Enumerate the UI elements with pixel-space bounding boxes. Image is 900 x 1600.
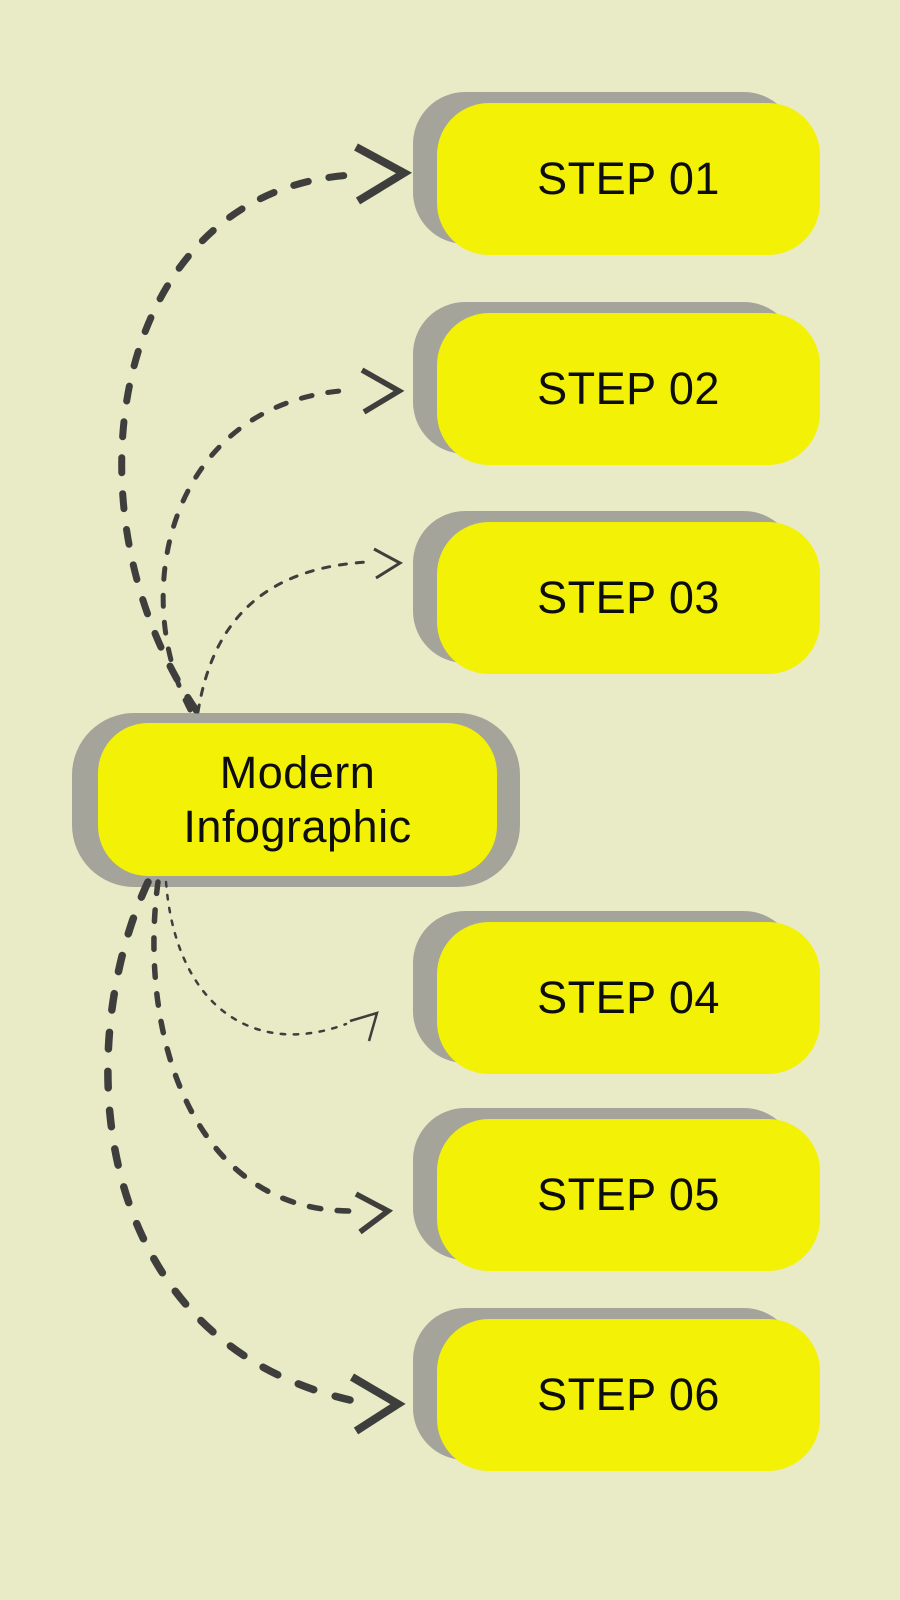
center-node: Modern Infographic [72, 713, 520, 887]
arrow-step-03 [196, 547, 403, 714]
step-01-label: STEP 01 [537, 153, 720, 204]
step-02-label: STEP 02 [537, 363, 720, 414]
arrow-step-06 [104, 878, 406, 1435]
step-node-02: STEP 02 [413, 302, 820, 465]
arrowhead-step-06-icon [349, 1373, 406, 1435]
center-title-line1: Modern [219, 747, 376, 799]
step-02-face: STEP 02 [437, 313, 820, 465]
arrow-curve-step-01 [118, 171, 356, 714]
arrow-step-01 [118, 143, 413, 714]
arrow-step-04 [164, 880, 379, 1042]
arrow-step-05 [151, 879, 394, 1235]
arrow-curve-step-03 [196, 560, 370, 714]
step-node-06: STEP 06 [413, 1308, 820, 1471]
step-01-face: STEP 01 [437, 103, 820, 255]
center-title-line2: Infographic [183, 800, 412, 852]
arrow-curve-step-02 [160, 387, 355, 713]
step-node-01: STEP 01 [413, 92, 820, 255]
arrowhead-step-05-icon [354, 1191, 394, 1235]
step-node-05: STEP 05 [413, 1108, 820, 1271]
step-06-label: STEP 06 [537, 1369, 720, 1420]
step-05-label: STEP 05 [537, 1169, 720, 1220]
step-03-label: STEP 03 [537, 572, 720, 623]
step-05-face: STEP 05 [437, 1119, 820, 1271]
arrowhead-step-04-icon [349, 1011, 379, 1042]
step-node-04: STEP 04 [413, 911, 820, 1074]
arrowhead-step-01-icon [354, 143, 413, 205]
step-04-label: STEP 04 [537, 972, 720, 1023]
arrowhead-step-02-icon [360, 367, 405, 415]
arrow-step-02 [160, 367, 405, 713]
arrow-curve-step-04 [164, 880, 348, 1036]
step-03-face: STEP 03 [437, 522, 820, 674]
arrow-curve-step-05 [151, 879, 353, 1214]
step-06-face: STEP 06 [437, 1319, 820, 1471]
arrowhead-step-03-icon [373, 547, 403, 580]
center-node-face: Modern Infographic [98, 723, 497, 876]
step-04-face: STEP 04 [437, 922, 820, 1074]
step-node-03: STEP 03 [413, 511, 820, 674]
arrow-curve-step-06 [104, 878, 354, 1404]
